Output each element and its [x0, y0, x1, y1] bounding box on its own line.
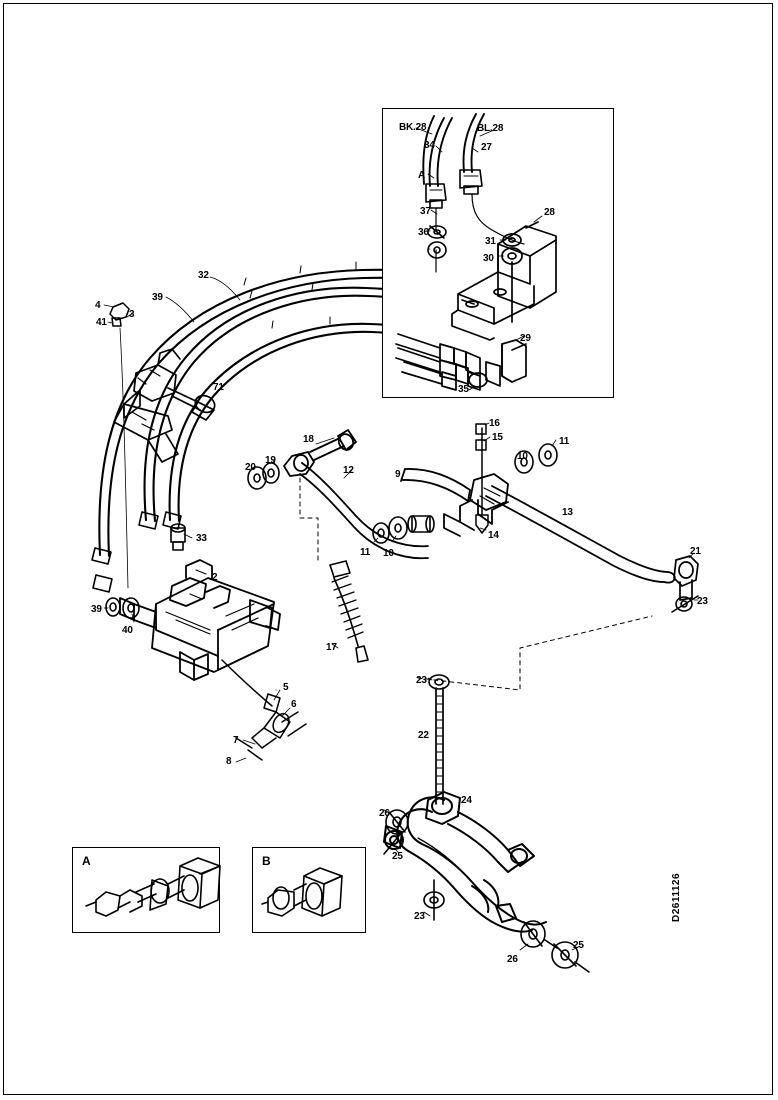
callout-c5: 5 — [283, 682, 289, 693]
callout-c25a: 25 — [392, 851, 403, 862]
drawing-code: D2611126 — [671, 872, 682, 922]
callout-c21: 21 — [690, 546, 701, 557]
inset-callout-l35: 35 — [458, 384, 469, 395]
callout-c39b: 39 — [91, 604, 102, 615]
callout-c26a: 26 — [379, 808, 390, 819]
callout-c9: 9 — [395, 469, 401, 480]
detail-box-a — [72, 847, 220, 933]
callout-c22: 22 — [418, 730, 429, 741]
callout-c7: 7 — [233, 735, 239, 746]
callout-c4: 4 — [95, 300, 101, 311]
callout-c39a: 39 — [152, 292, 163, 303]
callout-c25b: 25 — [573, 940, 584, 951]
callout-c18: 18 — [303, 434, 314, 445]
inset-callout-l29: 29 — [520, 333, 531, 344]
callout-c23c: 23 — [414, 911, 425, 922]
detail-box-b — [252, 847, 366, 933]
callout-c26b: 26 — [507, 954, 518, 965]
callout-c3: 3 — [129, 309, 135, 320]
callout-c23a: 23 — [697, 596, 708, 607]
inset-callout-l36: 36 — [418, 227, 429, 238]
inset-callout-bl28: BL.28 — [477, 123, 504, 134]
callout-c14: 14 — [488, 530, 499, 541]
callout-c19: 19 — [265, 455, 276, 466]
callout-c12: 12 — [343, 465, 354, 476]
callout-c20: 20 — [245, 462, 256, 473]
inset-callout-bk28: BK.28 — [399, 122, 427, 133]
callout-c40: 40 — [122, 625, 133, 636]
callout-c24: 24 — [461, 795, 472, 806]
callout-c11a: 11 — [360, 547, 371, 558]
callout-c33: 33 — [196, 533, 207, 544]
inset-callout-l28: 28 — [544, 207, 555, 218]
inset-callout-l27: 27 — [481, 142, 492, 153]
inset-callout-lA: A — [418, 170, 426, 181]
callout-c23b: 23 — [416, 675, 427, 686]
inset-callout-l34: 34 — [424, 140, 435, 151]
callout-c10b: 10 — [517, 451, 528, 462]
callout-c2: 2 — [212, 572, 218, 583]
callout-c15: 15 — [492, 432, 503, 443]
callout-c11b: 11 — [559, 436, 570, 447]
callout-c10a: 10 — [383, 548, 394, 559]
callout-c71: 71 — [213, 382, 224, 393]
detail-box-b-letter: B — [262, 854, 271, 868]
inset-callout-l37: 37 — [420, 206, 431, 217]
callout-c41: 41 — [96, 317, 107, 328]
callout-c32: 32 — [198, 270, 209, 281]
detail-box-a-letter: A — [82, 854, 91, 868]
inset-callout-l31: 31 — [485, 236, 496, 247]
callout-c13: 13 — [562, 507, 573, 518]
inset-callout-l30: 30 — [483, 253, 494, 264]
callout-c17: 17 — [326, 642, 337, 653]
callout-c16: 16 — [489, 418, 500, 429]
callout-c6: 6 — [291, 699, 297, 710]
callout-c8: 8 — [226, 756, 232, 767]
